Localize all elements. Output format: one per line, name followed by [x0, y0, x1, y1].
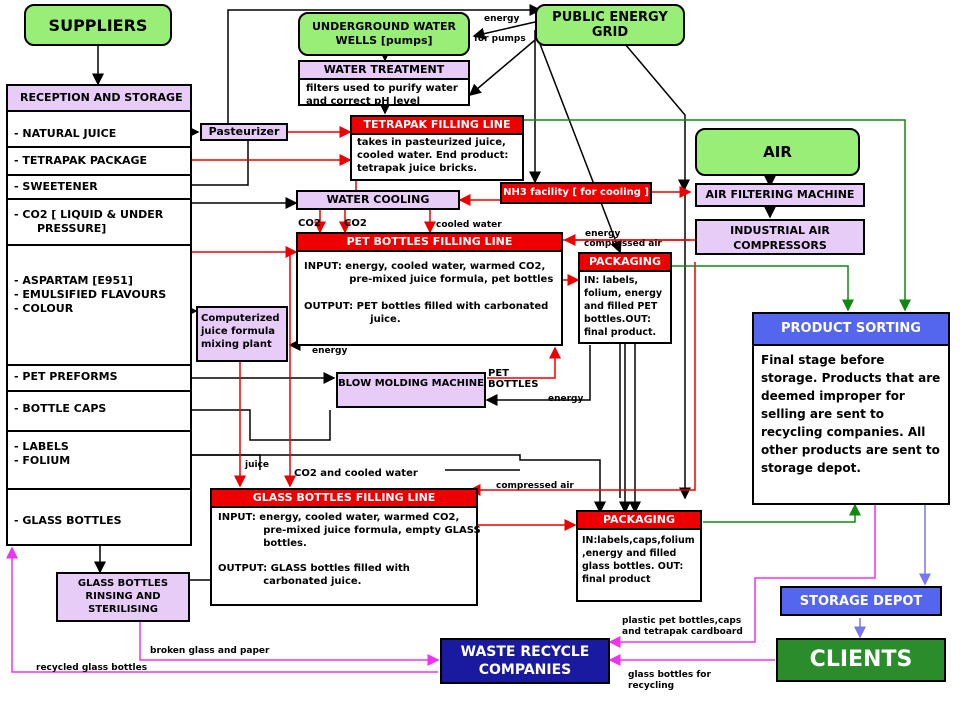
packaging-pet-desc: IN: labels, folium, energy and filled PE… — [584, 275, 663, 338]
glass-filling-line-title: GLASS BOTTLES FILLING LINE — [212, 490, 476, 508]
reception-item-co2: - CO2 [ LIQUID & UNDER PRESSURE] — [8, 198, 190, 244]
packaging-glass-box: PACKAGING IN:labels,caps,folium ,energy … — [576, 510, 702, 602]
reception-item-glass-bottles: - GLASS BOTTLES — [8, 488, 190, 546]
clients-box: CLIENTS — [776, 638, 946, 682]
pet-filling-line-box: PET BOTTLES FILLING LINE INPUT: energy, … — [296, 232, 563, 346]
reception-item-labels-folium: - LABELS - FOLIUM — [8, 430, 190, 488]
label-recycled-glass: recycled glass bottles — [36, 663, 148, 673]
packaging-pet-title: PACKAGING — [580, 254, 670, 272]
label-plastic-pet: plastic pet bottles,caps and tetrapak ca… — [622, 616, 743, 637]
reception-item-tetrapak: - TETRAPAK PACKAGE — [8, 146, 190, 174]
label-glass-recycling: glass bottles for recycling — [628, 670, 711, 691]
underground-water-wells-box: UNDERGROUND WATER WELLS [pumps] — [298, 12, 470, 56]
label-broken-glass: broken glass and paper — [150, 646, 270, 656]
label-cooled-water: cooled water — [436, 220, 502, 230]
label-pet-bottles: PET BOTTLES — [488, 368, 539, 390]
waste-recycle-companies-box: WASTE RECYCLE COMPANIES — [440, 638, 610, 684]
reception-storage-box: RECEPTION AND STORAGE - NATURAL JUICE - … — [6, 84, 192, 546]
label-for-pumps: for pumps — [474, 34, 526, 44]
air-filtering-machine-box: AIR FILTERING MACHINE — [695, 183, 865, 207]
industrial-air-compressors-box: INDUSTRIAL AIR COMPRESSORS — [695, 219, 865, 255]
air-box: AIR — [695, 128, 860, 176]
label-co2-a: CO2 — [298, 218, 321, 229]
pet-filling-line-output: OUTPUT: PET bottles filled with carbonat… — [304, 301, 549, 325]
reception-item-sweetener: - SWEETENER — [8, 174, 190, 198]
label-co2-b: CO2 — [344, 218, 367, 229]
reception-item-pet-preforms: - PET PREFORMS — [8, 364, 190, 390]
pet-filling-line-title: PET BOTTLES FILLING LINE — [298, 234, 561, 252]
water-cooling-box: WATER COOLING — [296, 190, 460, 210]
product-sorting-title: PRODUCT SORTING — [754, 314, 948, 346]
pet-filling-line-input: INPUT: energy, cooled water, warmed CO2,… — [304, 261, 554, 285]
label-co2-cooled-water: CO2 and cooled water — [294, 468, 418, 479]
tetrapak-filling-line-box: TETRAPAK FILLING LINE takes in pasteuriz… — [350, 115, 524, 181]
tetrapak-filling-line-desc: takes in pasteurized juice, cooled water… — [357, 137, 509, 174]
water-treatment-box: WATER TREATMENT filters used to purify w… — [298, 60, 470, 107]
packaging-pet-box: PACKAGING IN: labels, folium, energy and… — [578, 252, 672, 344]
label-energy-plant: energy — [312, 346, 348, 356]
label-juice: juice — [245, 460, 270, 470]
glass-filling-line-input: INPUT: energy, cooled water, warmed CO2,… — [218, 512, 481, 549]
water-treatment-desc: filters used to purify water and correct… — [306, 83, 458, 107]
public-energy-grid-box: PUBLIC ENERGY GRID — [535, 4, 685, 46]
glass-filling-line-output: OUTPUT: GLASS bottles filled with carbon… — [218, 563, 410, 587]
suppliers-box: SUPPLIERS — [24, 4, 172, 46]
reception-storage-title: RECEPTION AND STORAGE — [8, 86, 190, 112]
label-energy-blow: energy — [548, 394, 584, 404]
reception-item-bottle-caps: - BOTTLE CAPS — [8, 390, 190, 430]
label-energy-pet: energy — [585, 229, 621, 239]
reception-item-additives: - ASPARTAM [E951] - EMULSIFIED FLAVOURS … — [8, 244, 190, 364]
juice-mixing-plant-box: Computerized juice formula mixing plant — [196, 306, 288, 362]
storage-depot-box: STORAGE DEPOT — [780, 586, 942, 616]
product-sorting-desc: Final stage before storage. Products tha… — [761, 353, 941, 475]
glass-filling-line-box: GLASS BOTTLES FILLING LINE INPUT: energy… — [210, 488, 481, 606]
label-energy-pumps: energy — [484, 14, 520, 24]
nh3-facility-box: NH3 facility [ for cooling ] — [500, 182, 652, 204]
blow-molding-machine-box: BLOW MOLDING MACHINE — [336, 372, 486, 408]
packaging-glass-desc: IN:labels,caps,folium ,energy and filled… — [582, 535, 695, 585]
label-compressed-air-pet: compressed air — [584, 239, 662, 249]
reception-item-natural-juice: - NATURAL JUICE — [14, 127, 117, 140]
glass-rinsing-box: GLASS BOTTLES RINSING AND STERILISING — [56, 572, 190, 622]
product-sorting-box: PRODUCT SORTING Final stage before stora… — [752, 312, 950, 505]
label-compressed-air-glass: compressed air — [496, 481, 574, 491]
packaging-glass-title: PACKAGING — [578, 512, 700, 530]
water-treatment-title: WATER TREATMENT — [300, 62, 468, 80]
tetrapak-filling-line-title: TETRAPAK FILLING LINE — [352, 117, 522, 135]
pasteurizer-box: Pasteurizer — [200, 123, 288, 141]
